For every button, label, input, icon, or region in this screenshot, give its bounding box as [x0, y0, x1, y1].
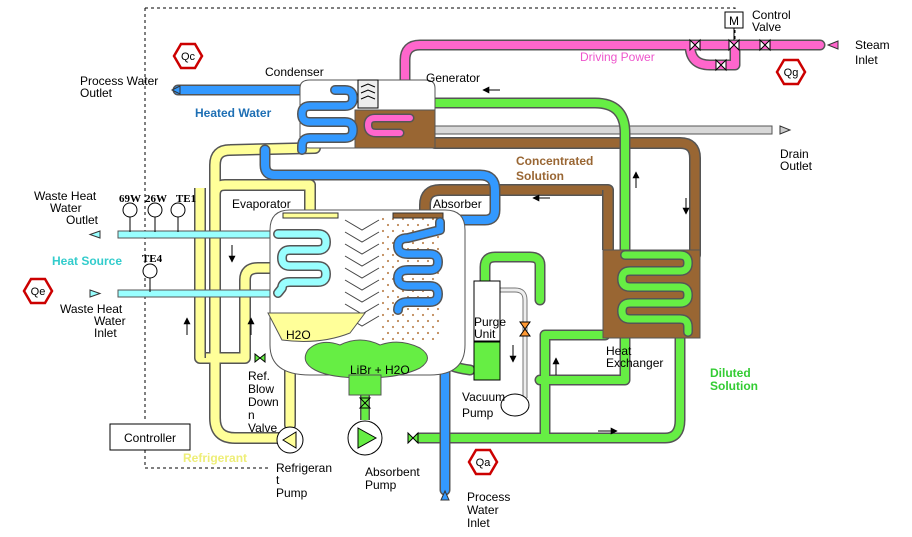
controller-label: Controller: [124, 431, 176, 445]
process-water-outlet-label-2: Outlet: [80, 86, 113, 100]
concentrated-label-1: Concentrated: [516, 154, 593, 168]
condenser-coil: [297, 85, 358, 155]
evaporator-label: Evaporator: [232, 197, 291, 211]
generator-coil: [363, 113, 415, 138]
absorbent-valves: [358, 397, 419, 445]
waste-heat-inlet-label-3: Inlet: [94, 326, 117, 340]
gauge-te1-label: TE1: [176, 193, 196, 205]
concentrated-label-2: Solution: [516, 169, 564, 183]
heat-exchanger-label-2: Exchanger: [606, 356, 663, 370]
svg-text:Qe: Qe: [31, 286, 46, 298]
qa-marker: Qa: [467, 448, 499, 476]
absorbent-pump-icon: [347, 420, 383, 456]
drain-outlet-arrow: [779, 125, 792, 135]
heat-exchanger-label-1: Heat: [606, 344, 632, 358]
process-water-inlet-label-3: Inlet: [467, 516, 490, 530]
flow-arrows: [88, 40, 839, 501]
qg-marker: Qg: [775, 58, 807, 86]
waste-heat-outlet-label-2: Water: [50, 201, 82, 215]
gauge-69w-label: 69W: [119, 193, 141, 205]
process-water-outlet-label-1: Process Water: [80, 74, 158, 88]
purge-unit-label-1: Purge: [474, 315, 506, 329]
process-water-inlet-label-1: Process: [467, 490, 510, 504]
purge-unit-label-2: Unit: [474, 327, 496, 341]
sensor-gauges: 69W 26W TE1 TE4: [119, 193, 196, 292]
control-valves: [689, 28, 771, 72]
text-labels: Process Water Outlet Condenser Generator…: [34, 8, 890, 530]
blowdown-label-5: Valve: [248, 421, 277, 435]
control-valve-actuator: M: [724, 11, 744, 29]
diluted-label-1: Diluted: [710, 366, 751, 380]
generator-label: Generator: [426, 71, 480, 85]
svg-text:Qg: Qg: [784, 67, 799, 79]
drain-outlet-label-1: Drain: [780, 147, 809, 161]
steam-inlet-arrow: [826, 40, 839, 50]
heat-source-label: Heat Source: [52, 254, 122, 268]
purge-unit-box: [473, 280, 501, 381]
valve-m-label: M: [729, 14, 739, 28]
blowdown-label-4: n: [248, 408, 255, 422]
refrigerant-pump-label-2: t: [276, 473, 280, 487]
control-valve-label-2: Valve: [752, 20, 781, 34]
heat-exchanger-coil: [617, 250, 693, 337]
vacuum-pump-label-1: Vacuum: [462, 390, 505, 404]
gauge-te4-label: TE4: [142, 253, 163, 265]
waste-heat-inlet-label-1: Waste Heat: [60, 302, 123, 316]
concentrated-solution-pipe: [419, 137, 701, 261]
qe-marker: Qe: [22, 277, 54, 305]
blowdown-label-3: Down: [248, 395, 279, 409]
svg-text:Qa: Qa: [476, 457, 492, 469]
blowdown-valve: [254, 352, 266, 364]
steam-inlet-label-1: Steam: [855, 38, 890, 52]
vacuum-pump-label-2: Pump: [462, 406, 494, 420]
evaporator-coil: [273, 229, 331, 298]
heated-water-label: Heated Water: [195, 106, 272, 120]
libr-h2o-label: LiBr + H2O: [350, 363, 410, 377]
drain-pipe: [391, 125, 773, 135]
driving-power-label: Driving Power: [580, 50, 655, 64]
waste-heat-inlet-label-2: Water: [94, 314, 126, 328]
waste-heat-outlet-label-3: Outlet: [66, 213, 99, 227]
condenser-label: Condenser: [265, 65, 324, 79]
waste-heat-outlet-arrow: [88, 230, 101, 239]
gauge-26w-label: 26W: [145, 193, 167, 205]
control-valve-label-1: Control: [752, 8, 791, 22]
refrigerant-pump-label-1: Refrigeran: [276, 461, 332, 475]
blowdown-label-2: Blow: [248, 382, 274, 396]
waste-heat-outlet-label-1: Waste Heat: [34, 189, 97, 203]
purge-valve: [519, 321, 531, 337]
process-water-inlet-arrow: [440, 489, 450, 501]
refrigerant-pump-label-3: Pump: [276, 486, 308, 500]
purge-line: [500, 287, 528, 398]
vacuum-pump: [500, 393, 530, 417]
absorbent-pump-label-2: Pump: [365, 478, 397, 492]
diluted-label-2: Solution: [710, 379, 758, 393]
process-water-outlet-arrow: [170, 85, 181, 95]
controller-box: Controller: [109, 423, 191, 451]
waste-heat-inlet-arrow: [89, 289, 102, 298]
absorber-label: Absorber: [433, 197, 482, 211]
svg-text:Qc: Qc: [181, 51, 196, 63]
h2o-label: H2O: [286, 328, 311, 342]
absorber-coil: [393, 217, 445, 315]
absorbent-pump-label-1: Absorbent: [365, 465, 420, 479]
control-boundary: [144, 7, 736, 469]
blowdown-label-1: Ref.: [248, 369, 270, 383]
refrigerant-pump-icon: [276, 426, 304, 454]
refrigerant-label: Refrigerant: [183, 451, 247, 465]
process-water-inlet-label-2: Water: [467, 503, 499, 517]
steam-inlet-label-2: Inlet: [855, 53, 878, 67]
qc-marker: Qc: [172, 42, 204, 70]
drain-outlet-label-2: Outlet: [780, 159, 813, 173]
